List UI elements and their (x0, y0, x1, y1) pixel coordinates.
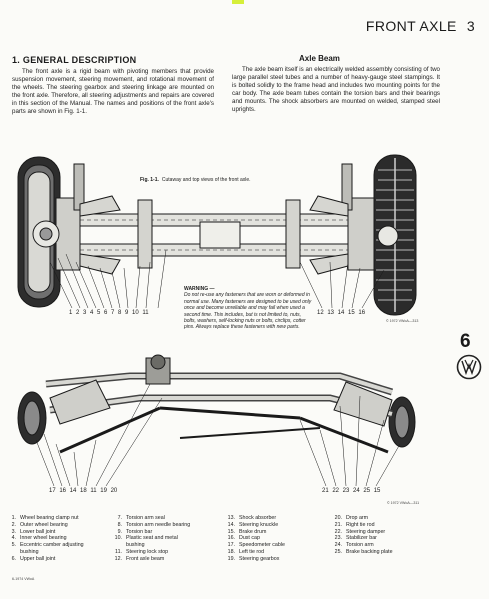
legend-column-2: 7.Torsion arm seal 8.Torsion arm needle … (110, 515, 191, 563)
figure-caption-text: Cutaway and top views of the front axle. (161, 177, 251, 183)
page-tab-marker (232, 0, 244, 4)
warning-heading: WARNING — (184, 286, 215, 292)
left-brake-drum (17, 391, 47, 445)
legend-row: 18.Left tie rod (227, 548, 265, 555)
legend-row: 17.Speedometer cable (227, 542, 285, 549)
legend-row: 13.Shock absorber (227, 515, 277, 521)
legend-row: 11.Steering lock stop (115, 548, 169, 555)
chapter-number: 6 (460, 331, 471, 352)
legend-row: bushing (126, 542, 145, 549)
credit-top: © 1972 VWoA—313 (386, 319, 419, 323)
legend-row: 1.Wheel bearing clamp nut (11, 515, 79, 521)
legend-column-3: 13.Shock absorber 14.Steering knuckle 15… (223, 515, 285, 563)
credit-bottom: © 1972 VWoA—311 (387, 501, 420, 505)
figure-caption: Fig. 1-1.Cutaway and top views of the fr… (140, 177, 251, 183)
legend-row: 23.Stabilizer bar (334, 535, 377, 542)
legend-row: 7.Torsion arm seal (117, 515, 165, 521)
axle-beam-text: The axle beam itself is an electrically … (232, 66, 440, 113)
legend-row: 16.Dust cap (227, 535, 260, 542)
legend-column-1: 1.Wheel bearing clamp nut 2.Outer wheel … (4, 515, 84, 563)
legend-row: 4.Inner wheel bearing (11, 535, 67, 542)
callouts-top-left: 1 2 3 4 5 6 7 8 9 10 11 (69, 310, 149, 316)
legend-row: 21.Right tie rod (334, 521, 375, 528)
footer-code: 6-1974 VWoA (12, 577, 35, 581)
legend-row: 5.Eccentric camber adjusting (11, 542, 84, 549)
warning-text: Do not re-use any fasteners that are wor… (184, 292, 312, 331)
legend-row: 8.Torsion arm needle bearing (117, 521, 191, 528)
section-heading: 1. GENERAL DESCRIPTION (12, 55, 137, 65)
general-description-text: The front axle is a rigid beam with pivo… (12, 68, 214, 115)
legend-row: 24.Torsion arm (334, 542, 374, 549)
page-title: FRONT AXLE 3 (366, 18, 475, 34)
figure-label: Fig. 1-1. (140, 177, 159, 183)
callouts-bottom-left: 17 16 14 18 11 19 20 (49, 488, 118, 494)
warning-box: WARNING — Do not re-use any fasteners th… (184, 286, 312, 331)
legend-row: 19.Steering gearbox (227, 555, 280, 562)
legend-row: 2.Outer wheel bearing (11, 521, 68, 528)
legend-row: 10.Plastic seat and metal (114, 535, 178, 542)
legend-row: 15.Brake drum (227, 528, 267, 535)
legend-row: 22.Steering damper (334, 528, 386, 535)
legend-row: bushing (20, 548, 39, 555)
legend-row: 20.Drop arm (334, 515, 369, 521)
right-brake-drum (388, 396, 416, 448)
legend-row: 25.Brake backing plate (334, 548, 393, 555)
legend-row: 9.Torsion bar (117, 528, 153, 535)
legend-row: 12.Front axle beam (114, 555, 165, 562)
legend-row: 6.Upper ball joint (11, 555, 56, 562)
vw-logo-icon (456, 354, 482, 380)
callouts-top-right: 12 13 14 15 16 (317, 310, 366, 316)
axle-beam-heading: Axle Beam (299, 54, 340, 63)
legend-row: 3.Lower ball joint (11, 528, 56, 535)
callouts-bottom-right: 21 22 23 24 25 15 (322, 488, 381, 494)
page-title-text: FRONT AXLE (365, 18, 457, 34)
legend-row: 14.Steering knuckle (227, 521, 279, 528)
page-number: 3 (466, 18, 475, 34)
legend-column-4: 20.Drop arm 21.Right tie rod 22.Steering… (330, 515, 393, 556)
